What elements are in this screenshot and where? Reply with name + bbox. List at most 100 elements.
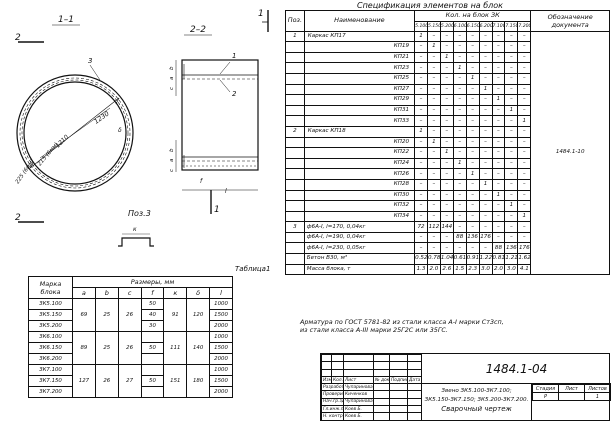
stamp-signatures: Изм.Кол.учЛист№ док.ПодписьДатаРазработа… bbox=[321, 353, 422, 421]
spec-qty: – bbox=[452, 178, 467, 191]
dims-f: 50 bbox=[140, 375, 165, 387]
spec-qty: – bbox=[465, 115, 480, 127]
spec-name: Каркас КП17 bbox=[303, 30, 416, 43]
spec-qty: – bbox=[426, 242, 441, 255]
spec-qty: – bbox=[414, 157, 428, 170]
spec-qty: 1 bbox=[414, 125, 428, 138]
spec-qty: – bbox=[439, 62, 454, 74]
dims-col-header: c bbox=[117, 287, 142, 299]
stamp-header: Лист bbox=[343, 375, 374, 385]
dims-col-header: δ bbox=[186, 287, 211, 299]
spec-pos bbox=[285, 189, 305, 202]
spec-qty: – bbox=[491, 62, 506, 74]
spec-pos bbox=[285, 253, 305, 265]
dims-l: 1000 bbox=[209, 298, 233, 310]
dimensions-title: Таблица1 bbox=[235, 265, 271, 273]
spec-name: КП21 bbox=[303, 51, 416, 64]
spec-qty: – bbox=[491, 200, 506, 212]
spec-qty: – bbox=[439, 83, 454, 96]
spec-qty: – bbox=[465, 94, 480, 106]
spec-name: КП19 bbox=[303, 41, 416, 53]
dims-a: 69 bbox=[72, 298, 96, 332]
stamp-sign bbox=[373, 383, 390, 392]
spec-qty: – bbox=[517, 30, 532, 43]
spec-header-doc: Обозначение документа bbox=[530, 10, 610, 32]
spec-qty: – bbox=[414, 242, 428, 255]
spec-qty: – bbox=[452, 189, 467, 202]
spec-qty: 136 bbox=[465, 231, 480, 244]
spec-qty: – bbox=[452, 242, 467, 255]
spec-qty: – bbox=[439, 72, 454, 85]
spec-title: Спецификация элементов на блок bbox=[356, 1, 504, 10]
dims-l: 2000 bbox=[209, 320, 233, 332]
section-1-1-ring bbox=[16, 74, 134, 192]
spec-qty: 88 bbox=[491, 242, 506, 255]
dims-c: 26 bbox=[117, 298, 142, 332]
spec-qty: – bbox=[504, 51, 519, 64]
spec-row: КП24–––1––––– bbox=[285, 157, 610, 170]
spec-qty: 0.78 bbox=[426, 253, 441, 265]
spec-pos bbox=[285, 41, 305, 53]
stamp-sign bbox=[373, 405, 390, 414]
spec-row: КП23–––1––––– bbox=[285, 62, 610, 74]
dims-l: 1500 bbox=[209, 342, 233, 354]
stamp-name: Киченков bbox=[343, 390, 374, 399]
spec-pos bbox=[285, 200, 305, 212]
spec-name: ф6А-I, l=230, 0,05кг bbox=[303, 242, 416, 255]
svg-text:1: 1 bbox=[258, 9, 264, 19]
stamp-header: Кол.уч bbox=[331, 375, 344, 385]
spec-subheader: 5.200 bbox=[439, 20, 454, 32]
spec-qty: – bbox=[504, 125, 519, 138]
spec-qty: – bbox=[414, 83, 428, 96]
spec-qty: – bbox=[478, 41, 493, 53]
spec-qty: – bbox=[504, 115, 519, 127]
spec-qty: 112 bbox=[426, 221, 441, 233]
spec-qty: – bbox=[478, 51, 493, 64]
dims-b: 26 bbox=[94, 364, 119, 398]
spec-qty: – bbox=[517, 72, 532, 85]
dims-c: 26 bbox=[117, 331, 142, 365]
spec-qty: 0.81 bbox=[491, 253, 506, 265]
spec-qty: – bbox=[426, 62, 441, 74]
stamp-person-row: Гл.инж.пр.Коев Б. bbox=[321, 405, 422, 414]
spec-subheader: 5.150 bbox=[426, 20, 441, 32]
svg-text:3: 3 bbox=[88, 57, 92, 65]
spec-name: КП30 bbox=[303, 189, 416, 202]
spec-name: КП29 bbox=[303, 94, 416, 106]
spec-header-name: Наименование bbox=[303, 10, 416, 32]
stage-header: Листов bbox=[584, 384, 611, 393]
spec-qty: 1 bbox=[478, 178, 493, 191]
spec-qty: – bbox=[452, 51, 467, 64]
spec-name: КП22 bbox=[303, 147, 416, 159]
stamp-blank-row bbox=[321, 368, 422, 377]
spec-qty: – bbox=[517, 136, 532, 149]
stamp-sign2 bbox=[389, 412, 408, 421]
stamp-cell bbox=[407, 368, 422, 377]
stage-value: 1 bbox=[584, 392, 611, 401]
stamp-sign2 bbox=[389, 397, 408, 407]
spec-qty: – bbox=[452, 168, 467, 180]
spec-qty: – bbox=[491, 125, 506, 138]
spec-qty: – bbox=[439, 210, 454, 223]
dims-mark: ЗК5.100 bbox=[28, 298, 73, 310]
spec-qty: – bbox=[478, 104, 493, 117]
spec-qty: 0.91 bbox=[465, 253, 480, 265]
spec-qty: – bbox=[439, 189, 454, 202]
spec-qty: – bbox=[439, 168, 454, 180]
spec-qty: 1 bbox=[491, 94, 506, 106]
spec-qty: – bbox=[517, 62, 532, 74]
spec-subheader: 6.150 bbox=[465, 20, 480, 32]
spec-qty: – bbox=[426, 189, 441, 202]
spec-name: КП24 bbox=[303, 157, 416, 170]
spec-qty: – bbox=[478, 94, 493, 106]
spec-qty: – bbox=[452, 136, 467, 149]
spec-name: КП33 bbox=[303, 115, 416, 127]
spec-qty: – bbox=[426, 115, 441, 127]
spec-qty: – bbox=[517, 168, 532, 180]
spec-qty: – bbox=[414, 178, 428, 191]
spec-qty: – bbox=[426, 94, 441, 106]
svg-text:2: 2 bbox=[15, 213, 21, 223]
